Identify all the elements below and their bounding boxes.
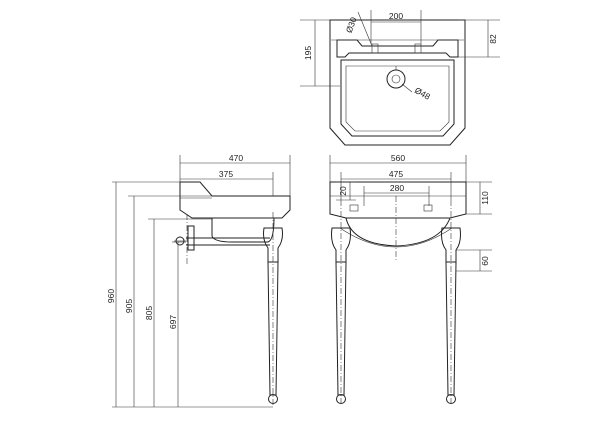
dim-d30-leader xyxy=(357,11,373,47)
dim-d48-leader xyxy=(401,83,413,93)
dim-375-label: 375 xyxy=(219,169,233,179)
dim-280-label: 280 xyxy=(390,183,404,193)
front-view-bowl xyxy=(345,217,451,247)
dim-d48-label: Ø48 xyxy=(413,85,432,102)
dim-82-label: 82 xyxy=(488,34,498,44)
side-view-basin xyxy=(179,181,291,219)
dim-195-label: 195 xyxy=(303,46,313,60)
dim-697-label: 697 xyxy=(168,315,178,329)
front-view-tap-left xyxy=(349,204,359,212)
dim-905-label: 905 xyxy=(124,299,134,313)
dim-475-label: 475 xyxy=(389,169,403,179)
side-view-waste-fitting xyxy=(187,225,195,251)
top-view-bowl-outline xyxy=(340,59,455,137)
dim-960-label: 960 xyxy=(106,289,116,303)
top-view-rear-ledge xyxy=(336,39,459,58)
front-view-tap-right xyxy=(423,204,433,212)
dim-110-label: 110 xyxy=(480,191,490,205)
dim-d30-label: Ø30 xyxy=(344,15,359,34)
front-view: 560 475 280 20 110 60 xyxy=(329,153,492,405)
dim-560-label: 560 xyxy=(391,153,405,163)
dim-200-label: 200 xyxy=(389,11,403,21)
dim-60-label: 60 xyxy=(480,256,490,266)
side-view-support-bar xyxy=(186,237,270,246)
dim-805-label: 805 xyxy=(144,306,154,320)
dim-470-label: 470 xyxy=(229,153,243,163)
top-view-waste-hole xyxy=(386,69,406,89)
side-view: 470 375 960 905 805 697 xyxy=(106,153,291,408)
front-view-support-arc xyxy=(339,227,453,248)
top-view-waste-hole-inner xyxy=(391,74,401,84)
top-view-tap-hole-right xyxy=(414,43,422,54)
top-view-tap-hole-left xyxy=(371,43,379,54)
dim-20-label: 20 xyxy=(338,186,348,196)
top-view: 200 Ø30 Ø48 195 82 xyxy=(300,10,500,146)
top-view-bowl-inner xyxy=(345,65,450,132)
